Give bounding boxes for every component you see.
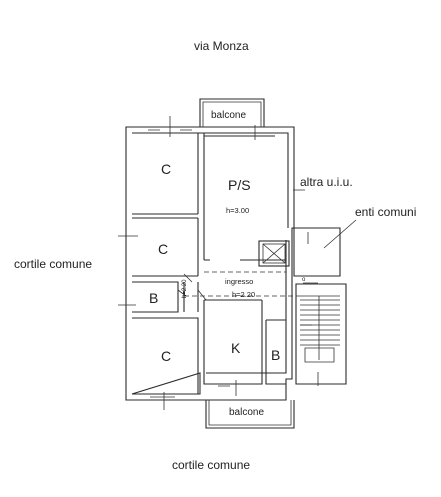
- enti-comuni-leader: [323, 219, 357, 249]
- room-b-left-label: B: [149, 290, 159, 306]
- outer-walls: [125, 126, 295, 401]
- room-ps-label: P/S: [228, 177, 251, 193]
- room-c-bottom-label: C: [161, 348, 172, 364]
- balcony-bottom-label: balcone: [229, 407, 265, 418]
- balcony-bottom: [205, 400, 295, 429]
- door-swings: [177, 273, 207, 301]
- room-ps-height: h=3.00: [226, 206, 250, 215]
- lift-box: [258, 240, 290, 267]
- common-area-block: [293, 227, 347, 385]
- ingresso-label: ingresso: [225, 277, 254, 286]
- room-b-right-label: B: [271, 347, 281, 363]
- courtyard-left-label: cortile comune: [14, 257, 93, 271]
- dashed-openings: [184, 271, 300, 372]
- balcony-top-label: balcone: [211, 110, 247, 121]
- other-unit-label: altra u.i.u.: [300, 175, 353, 189]
- courtyard-bottom-label: cortile comune: [172, 458, 251, 472]
- room-k-label: K: [231, 340, 241, 356]
- room-c-mid-label: C: [158, 241, 169, 257]
- common-areas-label: enti comuni: [355, 205, 417, 219]
- balcony-top: [199, 98, 265, 127]
- point-o-label: o: [302, 277, 306, 283]
- corridor-height-vertical: h=2.20: [182, 279, 188, 298]
- interior-walls: [132, 133, 286, 394]
- street-label: via Monza: [194, 39, 249, 53]
- ingresso-height: h=2.20: [232, 290, 256, 299]
- room-c-top-label: C: [161, 161, 172, 177]
